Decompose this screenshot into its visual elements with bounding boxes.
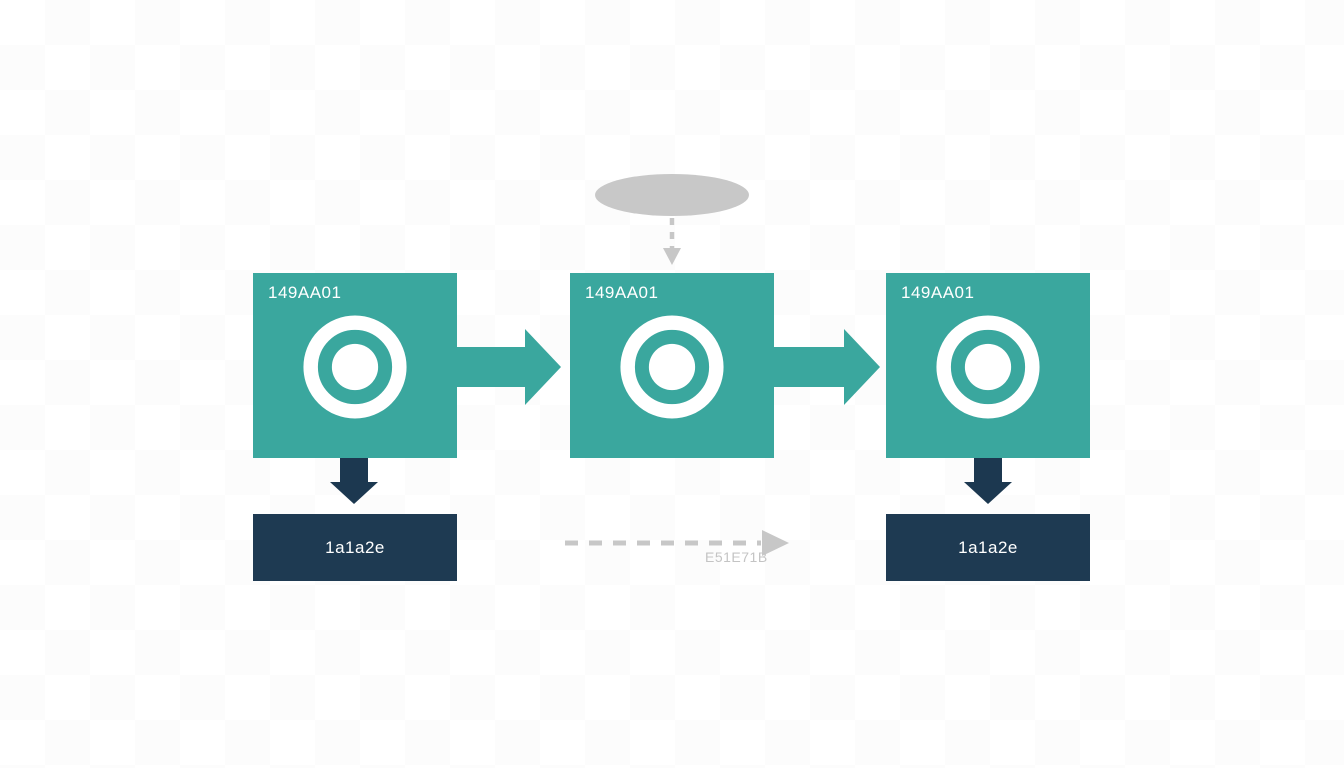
output-label-2: 1a1a2e [958, 537, 1018, 557]
dashed-down-arrow [663, 218, 681, 265]
stage-label-2: 149AA01 [585, 283, 659, 302]
target-icon [620, 315, 724, 419]
output-label-1: 1a1a2e [325, 537, 385, 557]
stage-label-3: 149AA01 [901, 283, 975, 302]
target-icon [303, 315, 407, 419]
stage-label-1: 149AA01 [268, 283, 342, 302]
down-arrow-1 [330, 458, 378, 504]
start-ellipse [595, 174, 749, 216]
output-box-1: 1a1a2e [253, 514, 457, 581]
stage-box-1: 149AA01 [253, 273, 457, 458]
target-icon [936, 315, 1040, 419]
stage-box-3: 149AA01 [886, 273, 1090, 458]
down-arrow-2 [964, 458, 1012, 504]
flow-arrow-right-2 [773, 329, 880, 405]
flow-arrow-right-1 [457, 329, 561, 405]
dashed-flow-label: E51E71B [705, 549, 768, 565]
output-box-2: 1a1a2e [886, 514, 1090, 581]
dashed-flow-arrow [565, 530, 789, 556]
stage-box-2: 149AA01 [570, 273, 774, 458]
